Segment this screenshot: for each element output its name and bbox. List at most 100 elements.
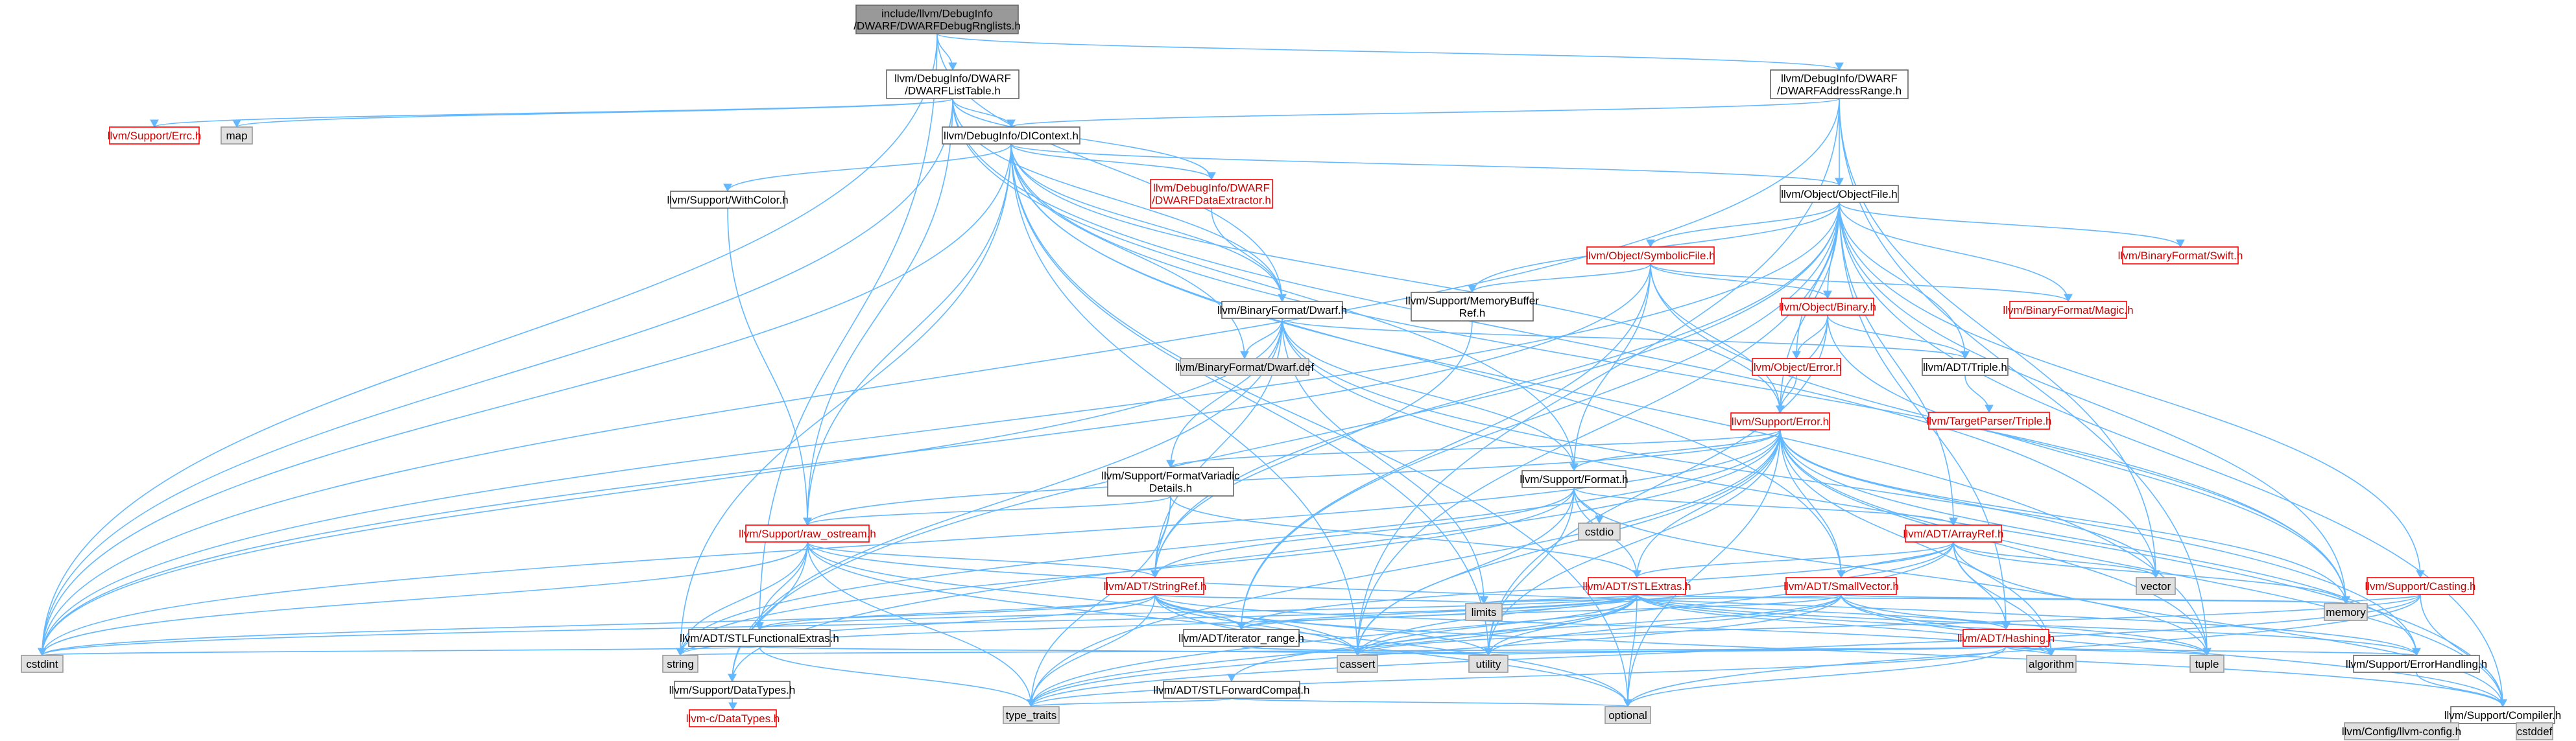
node-box-errorhandling — [2353, 655, 2480, 673]
node-datatypes[interactable]: llvm/Support/DataTypes.h — [669, 681, 796, 699]
node-symbolicfile[interactable]: llvm/Object/SymbolicFile.h — [1586, 246, 1715, 265]
node-label-fmtvariadic-0: llvm/Support/FormatVariadic — [1101, 470, 1240, 482]
arrowhead-dataextractor-to-dwarfh — [1278, 294, 1287, 303]
node-listtable[interactable]: llvm/DebugInfo/DWARF/DWARFListTable.h — [886, 69, 1020, 99]
node-swift[interactable]: llvm/BinaryFormat/Swift.h — [2118, 246, 2243, 265]
arrowhead-dwarfh-to-dwarfdef — [1240, 351, 1249, 360]
node-label-casting-0: llvm/Support/Casting.h — [2365, 580, 2475, 593]
node-compiler[interactable]: llvm/Support/Compiler.h — [2444, 706, 2561, 724]
node-label-memref-1: Ref.h — [1459, 307, 1486, 320]
node-hashing[interactable]: llvm/ADT/Hashing.h — [1957, 629, 2055, 647]
edge-rawostream-to-errorhandling — [807, 541, 2417, 656]
node-label-vector-0: vector — [2141, 580, 2171, 593]
node-label-targetparser-0: llvm/TargetParser/Triple.h — [1926, 415, 2051, 427]
arrowhead-fmtvariadic-to-rawostream — [803, 517, 812, 526]
node-stringref[interactable]: llvm/ADT/StringRef.h — [1104, 577, 1207, 595]
node-arrayref[interactable]: llvm/ADT/ArrayRef.h — [1903, 524, 2004, 543]
edge-error-to-fmtvariadic — [1170, 429, 1781, 468]
node-box-objectfile — [1780, 185, 1899, 203]
node-casting[interactable]: llvm/Support/Casting.h — [2365, 577, 2476, 595]
node-label-utility-0: utility — [1476, 658, 1501, 670]
node-cdatatypes[interactable]: llvm-c/DataTypes.h — [686, 709, 780, 727]
edge-stringref-to-cstdint — [42, 594, 1156, 656]
edge-objbinary-to-memory — [1827, 314, 2346, 604]
node-label-dataextractor-0: llvm/DebugInfo/DWARF — [1153, 182, 1270, 194]
arrowhead-hashing-to-tuple — [2202, 648, 2212, 657]
edge-symbolicfile-to-format — [1573, 263, 1651, 471]
node-box-stlextras — [1588, 577, 1686, 595]
arrowhead-error-to-format — [1569, 463, 1579, 472]
arrowhead-stlfwd-to-optional — [1623, 699, 1632, 708]
edge-dicontext-to-optional — [1010, 143, 1628, 707]
arrowhead-objbinary-to-objerror — [1792, 351, 1801, 360]
node-box-targetparser — [1928, 412, 2050, 430]
edge-error-to-rawostream — [807, 429, 1781, 526]
edge-rawostream-to-stlfunc — [759, 541, 808, 630]
node-label-addrrange-1: /DWARFAddressRange.h — [1777, 85, 1902, 97]
node-label-cstdio-0: cstdio — [1585, 526, 1614, 538]
arrowhead-arrayref-to-smallvector — [1837, 570, 1846, 579]
node-label-dataextractor-1: /DWARFDataExtractor.h — [1152, 194, 1271, 207]
arrowhead-hashing-to-errorhandling — [2412, 648, 2421, 657]
edge-symbolicfile-to-cstdint — [42, 263, 1651, 656]
node-cstdio: cstdio — [1578, 523, 1621, 541]
edge-dicontext-to-objectfile — [1010, 143, 1840, 186]
node-label-fmtvariadic-1: Details.h — [1149, 482, 1192, 495]
arrowhead-arrayref-to-vector — [2151, 570, 2160, 579]
node-dataextractor[interactable]: llvm/DebugInfo/DWARF/DWARFDataExtractor.… — [1150, 179, 1273, 209]
node-triple[interactable]: llvm/ADT/Triple.h — [1922, 358, 2009, 376]
node-label-map-0: map — [226, 130, 247, 142]
node-format[interactable]: llvm/Support/Format.h — [1520, 470, 1628, 488]
node-stlfwd[interactable]: llvm/ADT/STLForwardCompat.h — [1154, 681, 1310, 699]
edge-fmtvariadic-to-typetraits — [1031, 495, 1171, 707]
node-iterrange[interactable]: llvm/ADT/iterator_range.h — [1178, 629, 1304, 647]
node-dicontext[interactable]: llvm/DebugInfo/DIContext.h — [942, 126, 1080, 145]
node-label-swift-0: llvm/BinaryFormat/Swift.h — [2118, 250, 2243, 262]
edge-error-to-vector — [1780, 429, 2156, 578]
edge-hashing-to-optional — [1627, 646, 2007, 707]
node-box-cassert — [1337, 655, 1378, 673]
edge-dicontext-to-withcolor — [727, 143, 1012, 192]
node-error[interactable]: llvm/Support/Error.h — [1730, 412, 1830, 430]
node-magic[interactable]: llvm/BinaryFormat/Magic.h — [2003, 301, 2134, 319]
node-rawostream[interactable]: llvm/Support/raw_ostream.h — [739, 524, 876, 543]
arrowhead-hashing-to-utility — [1484, 648, 1493, 657]
node-addrrange[interactable]: llvm/DebugInfo/DWARF/DWARFAddressRange.h — [1770, 69, 1909, 99]
edge-stlfunc-to-typetraits — [759, 646, 1032, 707]
node-stlextras[interactable]: llvm/ADT/STLExtras.h — [1582, 577, 1691, 595]
node-root[interactable]: include/llvm/DebugInfo/DWARF/DWARFDebugR… — [853, 5, 1021, 34]
edge-objbinary-to-utility — [1488, 314, 1828, 656]
edge-dicontext-to-memory — [1010, 143, 2346, 604]
node-label-hashing-0: llvm/ADT/Hashing.h — [1957, 632, 2055, 644]
node-targetparser[interactable]: llvm/TargetParser/Triple.h — [1926, 412, 2052, 430]
edge-format-to-arrayref — [1573, 487, 1954, 526]
edge-stlfunc-to-cstdint — [42, 646, 760, 656]
node-box-llvmconfig — [2344, 722, 2459, 740]
node-objectfile[interactable]: llvm/Object/ObjectFile.h — [1780, 185, 1899, 203]
node-dwarfh[interactable]: llvm/BinaryFormat/Dwarf.h — [1217, 301, 1347, 319]
node-typetraits: type_traits — [1003, 706, 1060, 724]
edge-addrrange-to-cstdint — [42, 98, 1840, 656]
node-errc[interactable]: llvm/Support/Errc.h — [108, 126, 202, 145]
node-objbinary[interactable]: llvm/Object/Binary.h — [1779, 298, 1876, 316]
node-errorhandling[interactable]: llvm/Support/ErrorHandling.h — [2346, 655, 2487, 673]
node-withcolor[interactable]: llvm/Support/WithColor.h — [667, 191, 789, 209]
node-label-iterrange-0: llvm/ADT/iterator_range.h — [1178, 632, 1304, 644]
edge-smallvector-to-memory — [1841, 594, 2346, 604]
arrowhead-addrrange-to-dicontext — [1007, 119, 1016, 128]
node-objerror[interactable]: llvm/Object/Error.h — [1751, 358, 1842, 376]
edge-hashing-to-errorhandling — [2005, 646, 2417, 656]
node-stlfunc[interactable]: llvm/ADT/STLFunctionalExtras.h — [680, 629, 839, 647]
node-box-triple — [1922, 358, 2009, 376]
node-box-casting — [2367, 577, 2474, 595]
edge-dicontext-to-cassert — [1010, 143, 1358, 656]
node-label-withcolor-0: llvm/Support/WithColor.h — [667, 194, 788, 206]
arrowhead-objectfile-to-symbolicfile — [1646, 239, 1655, 248]
edge-objectfile-to-cstdint — [42, 202, 1840, 656]
edge-stlextras-to-iterrange — [1241, 594, 1638, 630]
arrowhead-smallvector-to-limits — [1479, 596, 1488, 605]
edge-rawostream-to-cstdint — [42, 541, 808, 656]
node-smallvector[interactable]: llvm/ADT/SmallVector.h — [1783, 577, 1899, 595]
